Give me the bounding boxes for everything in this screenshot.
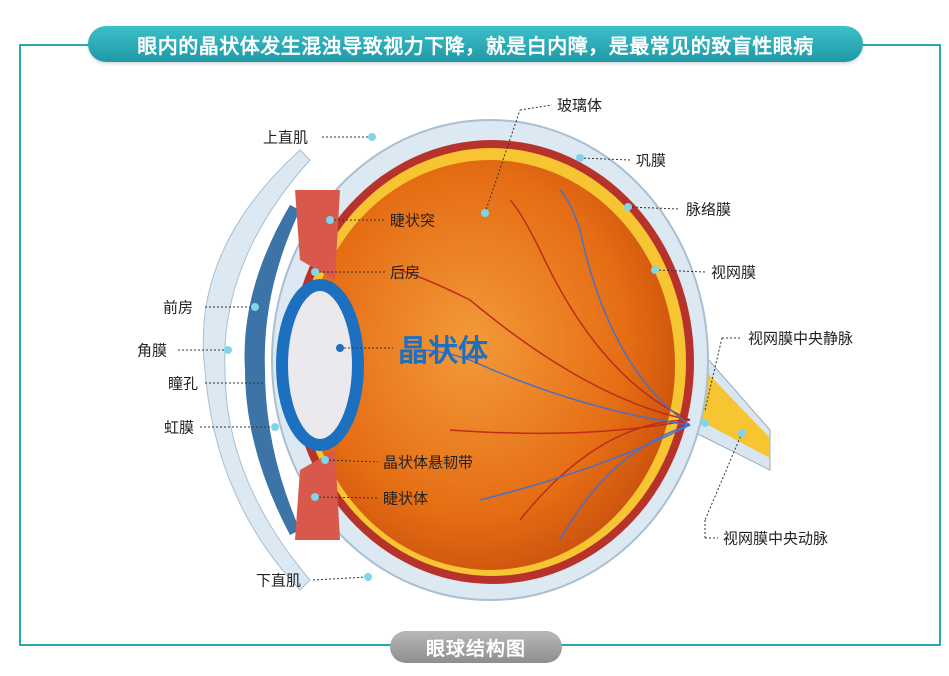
label-anterior-chamber: 前房 bbox=[163, 298, 194, 317]
ciliary-body-shape bbox=[295, 190, 340, 540]
label-choroid: 脉络膜 bbox=[686, 200, 732, 219]
label-retina: 视网膜 bbox=[711, 263, 757, 282]
iris-shape bbox=[244, 205, 300, 535]
label-ciliary-process: 睫状突 bbox=[390, 211, 436, 230]
label-posterior-chamber: 后房 bbox=[390, 263, 421, 282]
vitreous-body bbox=[305, 160, 675, 570]
label-pupil: 瞳孔 bbox=[168, 374, 199, 393]
lens-shape bbox=[276, 279, 364, 451]
label-central-retinal-vein: 视网膜中央静脉 bbox=[748, 329, 854, 348]
lens-dot bbox=[336, 344, 344, 352]
label-inferior-rectus: 下直肌 bbox=[256, 571, 302, 590]
label-dots bbox=[224, 133, 746, 581]
label-ciliary-body: 睫状体 bbox=[383, 489, 429, 508]
header-banner: 眼内的晶状体发生混浊导致视力下降，就是白内障，是最常见的致盲性眼病 bbox=[88, 26, 863, 62]
leader-lines bbox=[178, 104, 743, 581]
label-sclera: 巩膜 bbox=[636, 151, 667, 170]
retinal-vessels bbox=[399, 189, 691, 541]
footer-caption: 眼球结构图 bbox=[390, 631, 562, 663]
label-vitreous: 玻璃体 bbox=[557, 96, 603, 115]
label-iris: 虹膜 bbox=[164, 418, 195, 437]
label-superior-rectus: 上直肌 bbox=[263, 128, 309, 147]
label-lens: 晶状体 bbox=[398, 334, 488, 369]
label-central-retinal-artery: 视网膜中央动脉 bbox=[723, 529, 829, 548]
label-zonule: 晶状体悬韧带 bbox=[383, 453, 474, 472]
label-cornea: 角膜 bbox=[137, 341, 168, 360]
cornea-shape bbox=[202, 149, 311, 591]
